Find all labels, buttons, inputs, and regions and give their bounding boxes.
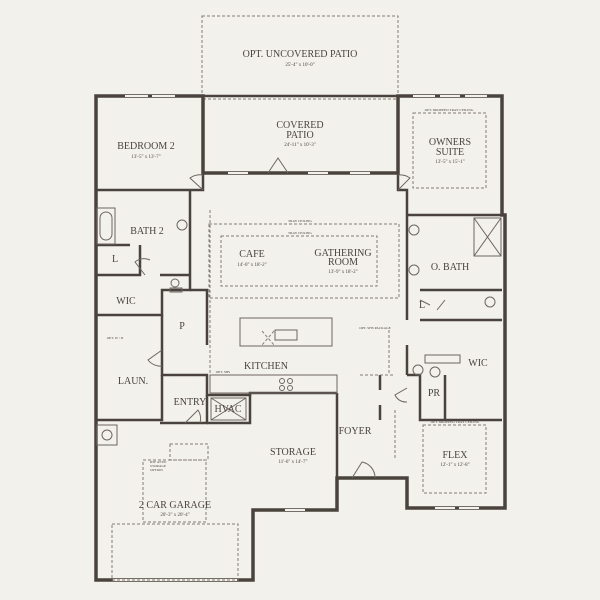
bedroom2-dim: 13'-5" x 13'-7": [131, 155, 160, 160]
shs-package-note: OPT. SHS PACKAGE: [359, 326, 391, 330]
tray-ceiling-note-2: TRAY CEILING: [288, 231, 312, 235]
hvac-label: HVAC: [214, 404, 241, 415]
kitchen-island: [239, 317, 333, 347]
bath2-label: BATH 2: [130, 226, 164, 237]
gathering-room-label: GATHERING: [314, 248, 371, 259]
foyer-label: FOYER: [339, 426, 372, 437]
storage-dim: 11'-6" x 14'-7": [278, 460, 307, 465]
ceiling-outlines: [111, 112, 487, 581]
bedroom2-label: BEDROOM 2: [117, 141, 175, 152]
garage-attic-note-3: OPTION: [150, 468, 163, 472]
gathering-room-dim: 13'-9" x 18'-2": [328, 270, 357, 275]
kitchen-note: OPT. SHS: [216, 370, 231, 374]
laundry-note: OPT. W / D: [107, 336, 124, 340]
garage-attic-note-1: RSF ATTIC: [150, 460, 167, 464]
wic-left-label: WIC: [116, 296, 136, 307]
garage-dim: 20'-3" x 20'-4": [160, 513, 189, 518]
doors: [134, 157, 446, 479]
storage-label: STORAGE: [270, 447, 316, 458]
owners-tray-note: OPT. DROPPED TRAY CEILING: [425, 108, 474, 112]
flex-label: FLEX: [443, 450, 469, 461]
exterior-wall: [94, 94, 507, 582]
laundry-label: LAUN.: [118, 376, 148, 387]
covered-patio-dim: 24'-11" x 10'-3": [284, 143, 316, 148]
uncovered-patio-dim: 25'-4" x 10'-0": [285, 63, 314, 68]
covered-patio-label: COVERED: [276, 120, 323, 131]
cafe-label: CAFE: [239, 249, 265, 260]
powder-room-label: PR: [428, 388, 441, 399]
pantry-label: P: [179, 321, 185, 332]
flex-dim: 12'-1" x 12'-8": [440, 463, 469, 468]
owners-suite-dim: 13'-5" x 15'-1": [435, 160, 464, 165]
owners-suite-label: OWNERS: [429, 137, 471, 148]
garage-attic-note-2: STORAGE: [150, 464, 166, 468]
covered-patio-label-2: PATIO: [286, 130, 313, 141]
uncovered-patio-label: OPT. UNCOVERED PATIO: [243, 49, 358, 60]
flex-tray-note: OPT. DROPPED TRAY CEILING: [431, 420, 480, 424]
o-bath-label: O. BATH: [431, 262, 469, 273]
wic-right-label: WIC: [468, 358, 488, 369]
cafe-dim: 14'-0" x 18'-2": [237, 263, 266, 268]
entry-label: ENTRY: [174, 397, 207, 408]
linen-left-label: L: [112, 254, 118, 265]
linen-right-label: L: [419, 300, 425, 311]
tray-ceiling-note-1: TRAY CEILING: [288, 219, 312, 223]
fixtures: [96, 207, 502, 446]
owners-suite-label-2: SUITE: [436, 147, 464, 158]
uncovered-patio-outline: [201, 15, 399, 97]
gathering-room-label-2: ROOM: [328, 257, 358, 268]
kitchen-label: KITCHEN: [244, 361, 288, 372]
garage-label: 2 CAR GARAGE: [139, 500, 211, 511]
